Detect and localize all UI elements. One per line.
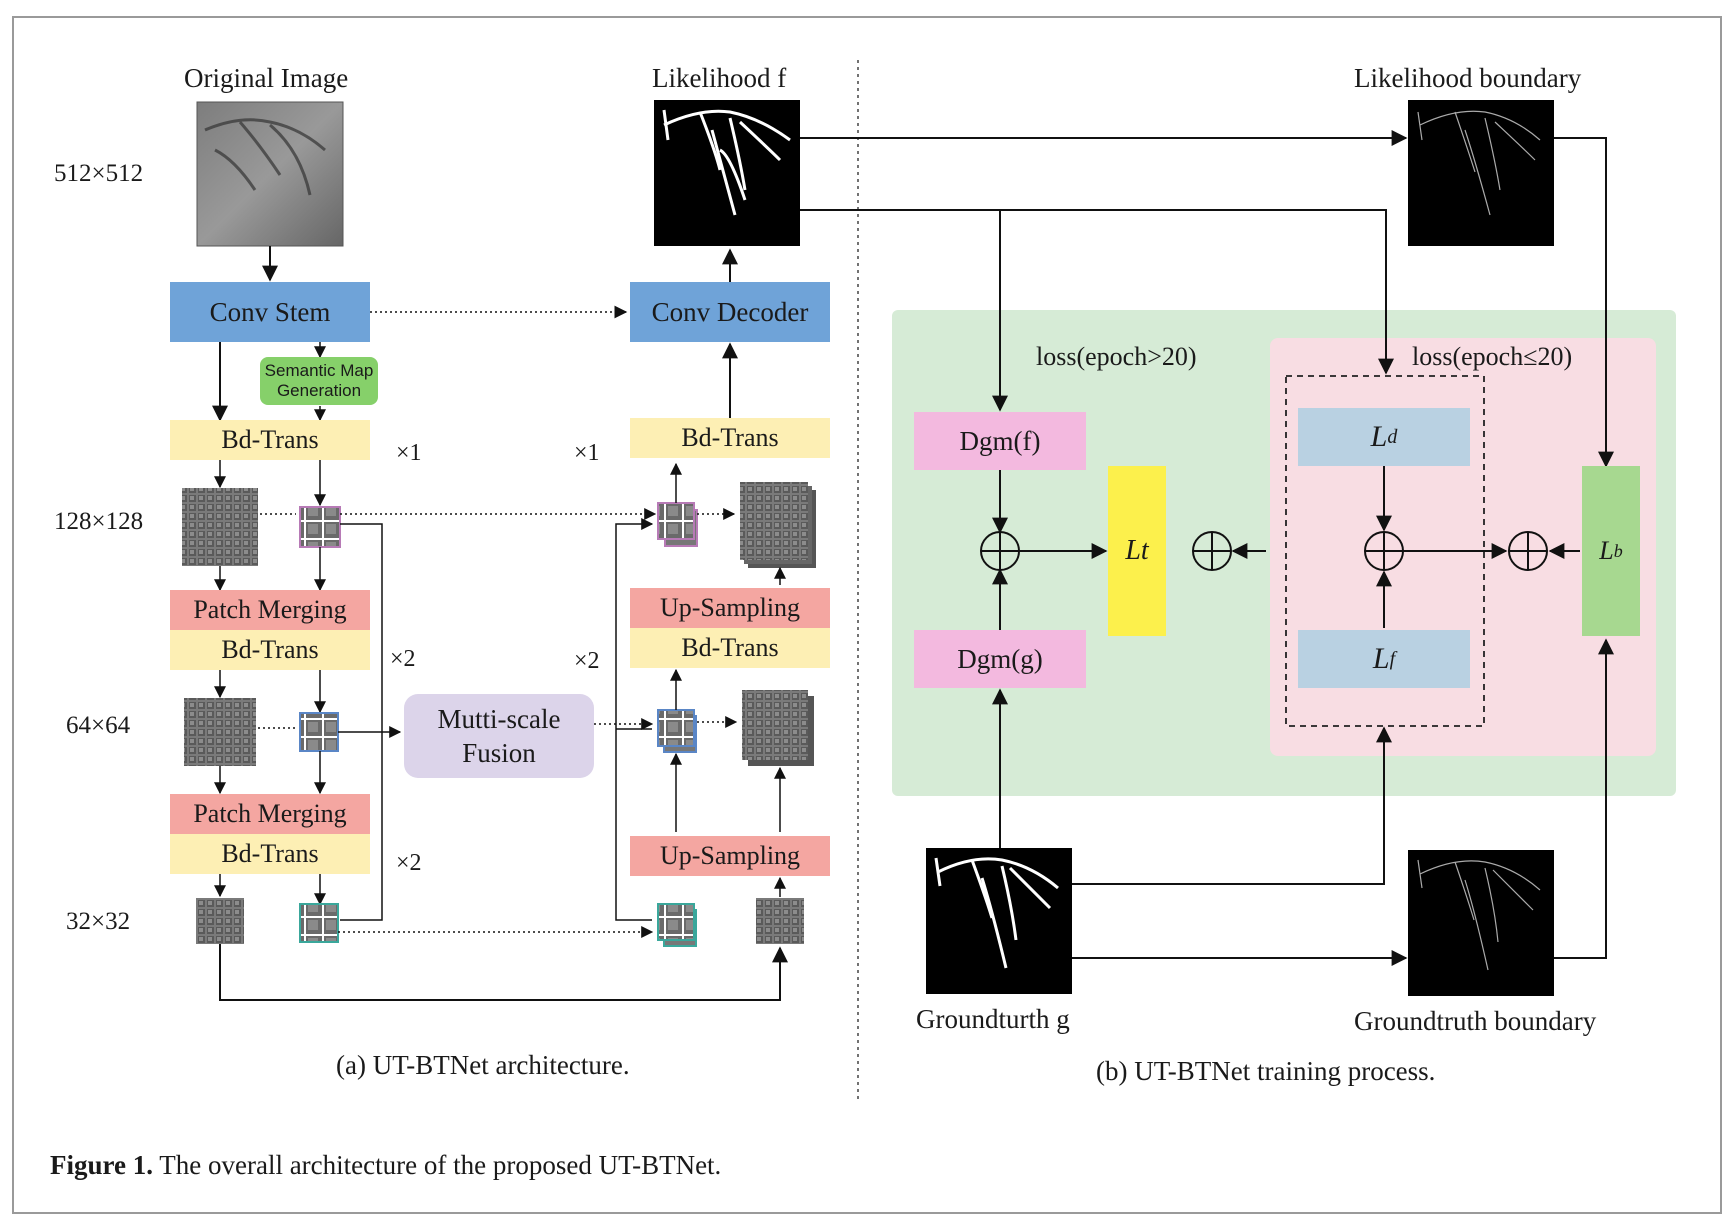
ld-label: L [1370,420,1388,453]
patch-merging-block-1: Patch Merging [170,590,370,630]
bd-trans-block-enc-3: Bd-Trans [170,834,370,874]
bd-trans-block-dec-2: Bd-Trans [630,628,830,668]
feature-map-32-left [196,898,244,944]
lt-block: Lt [1108,466,1166,636]
figure-caption: Figure 1. The overall architecture of th… [50,1150,721,1181]
ld-subscript: d [1387,425,1398,448]
multi-scale-fusion-block: Mutti-scale Fusion [404,694,594,778]
groundtruth-title: Groundturth g [916,1004,1070,1034]
conv-stem-block: Conv Stem [170,282,370,342]
caption-part-a: (a) UT-BTNet architecture. [336,1050,630,1080]
size-32: 32×32 [66,908,131,935]
likelihood-boundary-image [1408,100,1554,246]
caption-part-b: (b) UT-BTNet training process. [1096,1056,1436,1086]
multiplier-dec-2: ×2 [574,648,600,674]
multiplier-enc-2: ×2 [390,646,416,672]
bd-trans-block-dec-1: Bd-Trans [630,418,830,458]
conv-decoder-block: Conv Decoder [630,282,830,342]
up-sampling-block-2: Up-Sampling [630,836,830,876]
figure-caption-text: The overall architecture of the proposed… [153,1150,722,1180]
loss-le20-label: loss(epoch≤20) [1412,342,1573,371]
token-64-right [657,709,695,747]
lb-subscript: b [1613,540,1623,561]
token-128-right [657,502,695,540]
dgm-f-block: Dgm(f) [914,412,1086,470]
token-32-right [657,903,695,941]
feature-map-64-right [742,690,808,760]
multiplier-dec-1: ×1 [574,440,600,466]
bd-trans-block-enc-2: Bd-Trans [170,630,370,670]
lb-label: L [1599,536,1614,565]
semantic-map-generation-block: Semantic Map Generation [260,357,378,405]
token-128-left [299,506,341,548]
feature-map-128-right [740,482,808,560]
up-sampling-block-1: Up-Sampling [630,588,830,628]
size-64: 64×64 [66,712,131,739]
multiplier-enc-3: ×2 [396,850,422,876]
multiplier-enc-1: ×1 [396,440,422,466]
feature-map-64-left [184,698,256,766]
figure-frame [12,16,1722,1214]
groundtruth-boundary-image [1408,850,1554,996]
feature-map-32-right [756,898,804,944]
bd-trans-block-enc-1: Bd-Trans [170,420,370,460]
groundtruth-image [926,848,1072,994]
size-512: 512×512 [54,160,144,187]
lf-subscript: f [1389,647,1396,670]
original-image-title: Original Image [184,63,349,93]
figure-caption-label: Figure 1. [50,1150,153,1180]
dgm-g-block: Dgm(g) [914,630,1086,688]
size-128: 128×128 [54,508,144,535]
token-32-left [299,903,339,943]
lf-label: L [1372,642,1390,675]
token-64-left [299,712,339,752]
likelihood-f-image [654,100,800,246]
dashed-loss-group [1285,375,1485,727]
loss-gt20-label: loss(epoch>20) [1036,342,1197,371]
patch-merging-block-2: Patch Merging [170,794,370,834]
likelihood-boundary-title: Likelihood boundary [1354,63,1582,93]
groundtruth-boundary-title: Groundtruth boundary [1354,1006,1597,1036]
likelihood-f-title: Likelihood f [652,63,787,93]
feature-map-128-left [182,488,258,566]
